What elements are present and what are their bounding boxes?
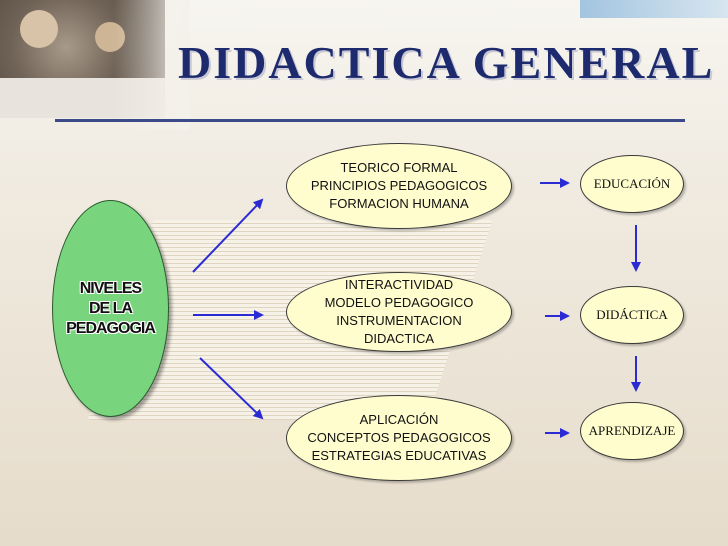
node-text-line: PRINCIPIOS PEDAGOGICOS	[310, 178, 488, 193]
node-text-line: CONCEPTOS PEDAGOGICOS	[307, 430, 491, 445]
node-text-line: APLICACIÓN	[359, 412, 439, 427]
aplicacion-node: APLICACIÓN CONCEPTOS PEDAGOGICOS ESTRATE…	[286, 395, 512, 481]
node-label: DIDÁCTICA	[596, 307, 668, 322]
photo-fade	[0, 0, 190, 130]
node-text-line: NIVELES	[79, 279, 142, 297]
educacion-node: EDUCACIÓN	[580, 155, 684, 213]
niveles-pedagogia-node: NIVELES DE LA PEDAGOGIA	[52, 200, 169, 417]
node-text-line: INSTRUMENTACION	[336, 313, 462, 328]
didactica-node: DIDÁCTICA	[580, 286, 684, 344]
node-text-line: TEORICO FORMAL	[340, 160, 458, 175]
node-text-line: DE LA	[88, 299, 133, 317]
teorico-formal-node: TEORICO FORMAL PRINCIPIOS PEDAGOGICOS FO…	[286, 143, 512, 229]
node-text-line: INTERACTIVIDAD	[344, 277, 454, 292]
node-text-line: ESTRATEGIAS EDUCATIVAS	[311, 448, 487, 463]
node-text-line: FORMACION HUMANA	[329, 196, 469, 211]
interactividad-node: INTERACTIVIDAD MODELO PEDAGOGICO INSTRUM…	[286, 272, 512, 352]
aprendizaje-node: APRENDIZAJE	[580, 402, 684, 460]
node-label: APRENDIZAJE	[588, 423, 676, 438]
node-label: EDUCACIÓN	[593, 176, 671, 191]
node-text-line: PEDAGOGIA	[66, 319, 156, 337]
node-text-line: MODELO PEDAGOGICO	[324, 295, 474, 310]
decorative-strip	[580, 0, 728, 18]
title-underline	[55, 119, 685, 122]
node-text-line: DIDACTICA	[363, 331, 435, 346]
slide-title: DIDACTICA GENERAL	[178, 37, 715, 88]
